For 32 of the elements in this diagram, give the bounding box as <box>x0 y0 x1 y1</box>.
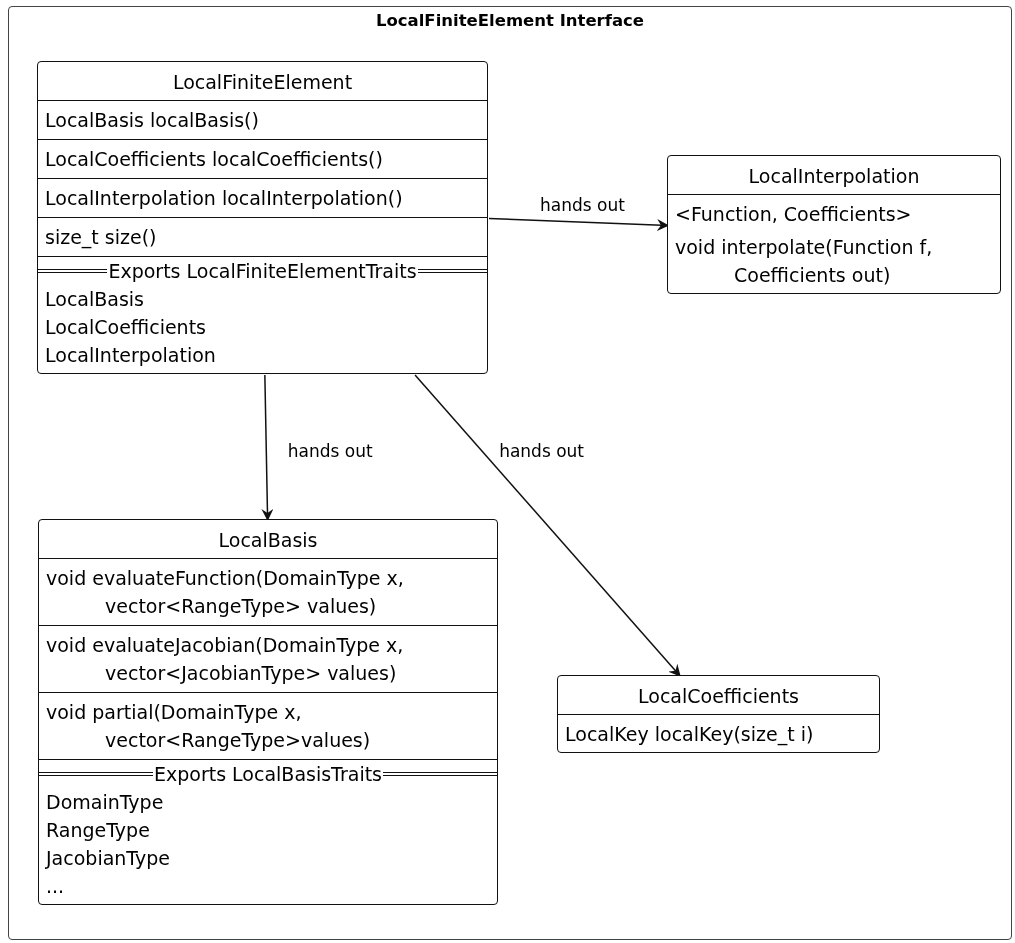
member-signature: void partial(DomainType x, vector<RangeType>values) <box>39 692 497 759</box>
type-name: LocalBasis <box>44 287 145 312</box>
class-box <box>557 675 880 753</box>
member-signature: size_t size() <box>38 217 487 256</box>
class-name: LocalInterpolation <box>668 156 1000 195</box>
arrow <box>261 374 274 521</box>
class-box <box>38 519 498 905</box>
class-name: LocalFiniteElement <box>38 62 487 101</box>
package-title: LocalFiniteElement Interface <box>375 11 645 30</box>
type-name: ... <box>45 874 66 899</box>
type-name: JacobianType <box>44 846 171 871</box>
member-signature: LocalKey localKey(size_t i) <box>564 722 815 748</box>
type-name: RangeType <box>45 818 151 843</box>
member-signature: <Function, Coefficients> <box>674 202 913 227</box>
class-name: LocalCoefficients <box>558 676 879 715</box>
member-signature: void evaluateFunction(DomainType x, vector<RangeType> values) <box>45 566 405 619</box>
arrow <box>414 374 681 677</box>
section-heading: Exports LocalBasisTraits <box>153 762 383 787</box>
arrow <box>488 217 669 232</box>
class-box <box>37 61 488 374</box>
member-signature: LocalInterpolation localInterpolation() <box>38 178 487 217</box>
class-name: LocalBasis <box>39 520 497 559</box>
member-signature: void evaluateJacobian(DomainType x, vector<JacobianType> values) <box>39 625 497 692</box>
type-name: LocalCoefficients <box>44 315 207 340</box>
type-name: DomainType <box>45 790 165 815</box>
package-frame <box>8 6 1012 940</box>
section-heading: Exports LocalFiniteElementTraits <box>107 259 418 284</box>
member-signature: void interpolate(Function f, Coefficients out) <box>674 235 934 288</box>
type-name: LocalInterpolation <box>44 343 217 368</box>
member-signature: LocalCoefficients localCoefficients() <box>38 139 487 178</box>
member-signature: LocalBasis localBasis() <box>44 108 260 133</box>
class-box <box>667 155 1001 294</box>
